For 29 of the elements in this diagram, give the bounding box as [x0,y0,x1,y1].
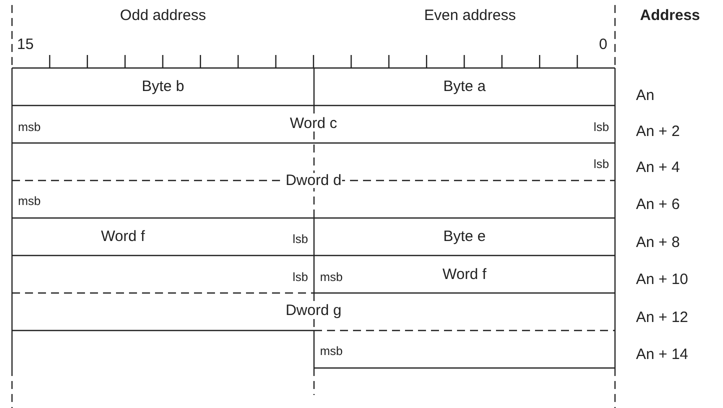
cell-label: Word f [442,266,488,282]
cell-label: Byte b [140,79,186,94]
address-label: An [636,88,654,103]
bit-number: 15 [17,37,34,52]
bit-marker: lsb [592,120,610,132]
address-label: An + 8 [636,235,680,250]
address-label: An + 10 [636,272,688,287]
cell-label: Byte e [442,229,487,244]
address-label: An + 2 [636,124,680,139]
cell-label: Word c [288,116,338,130]
bit-marker: msb [319,270,344,282]
bit-marker: msb [17,195,42,207]
cell-label: Word f [100,229,146,244]
address-label: An + 6 [636,197,680,212]
column-heading: Address [640,8,700,23]
cell-label: Dword g [284,303,342,318]
address-label: An + 14 [636,347,688,362]
bit-number: 0 [599,37,608,52]
bit-marker: lsb [292,233,309,245]
column-heading: Odd address [120,8,206,23]
cell-label: Byte a [442,79,487,94]
bit-marker: msb [17,120,42,132]
column-heading: Even address [424,8,516,23]
bit-marker: lsb [292,270,309,282]
address-label: An + 12 [636,310,688,325]
bit-marker: lsb [592,158,610,170]
cell-label: Dword d [284,173,342,188]
bit-marker: msb [319,345,344,357]
address-label: An + 4 [636,160,680,175]
